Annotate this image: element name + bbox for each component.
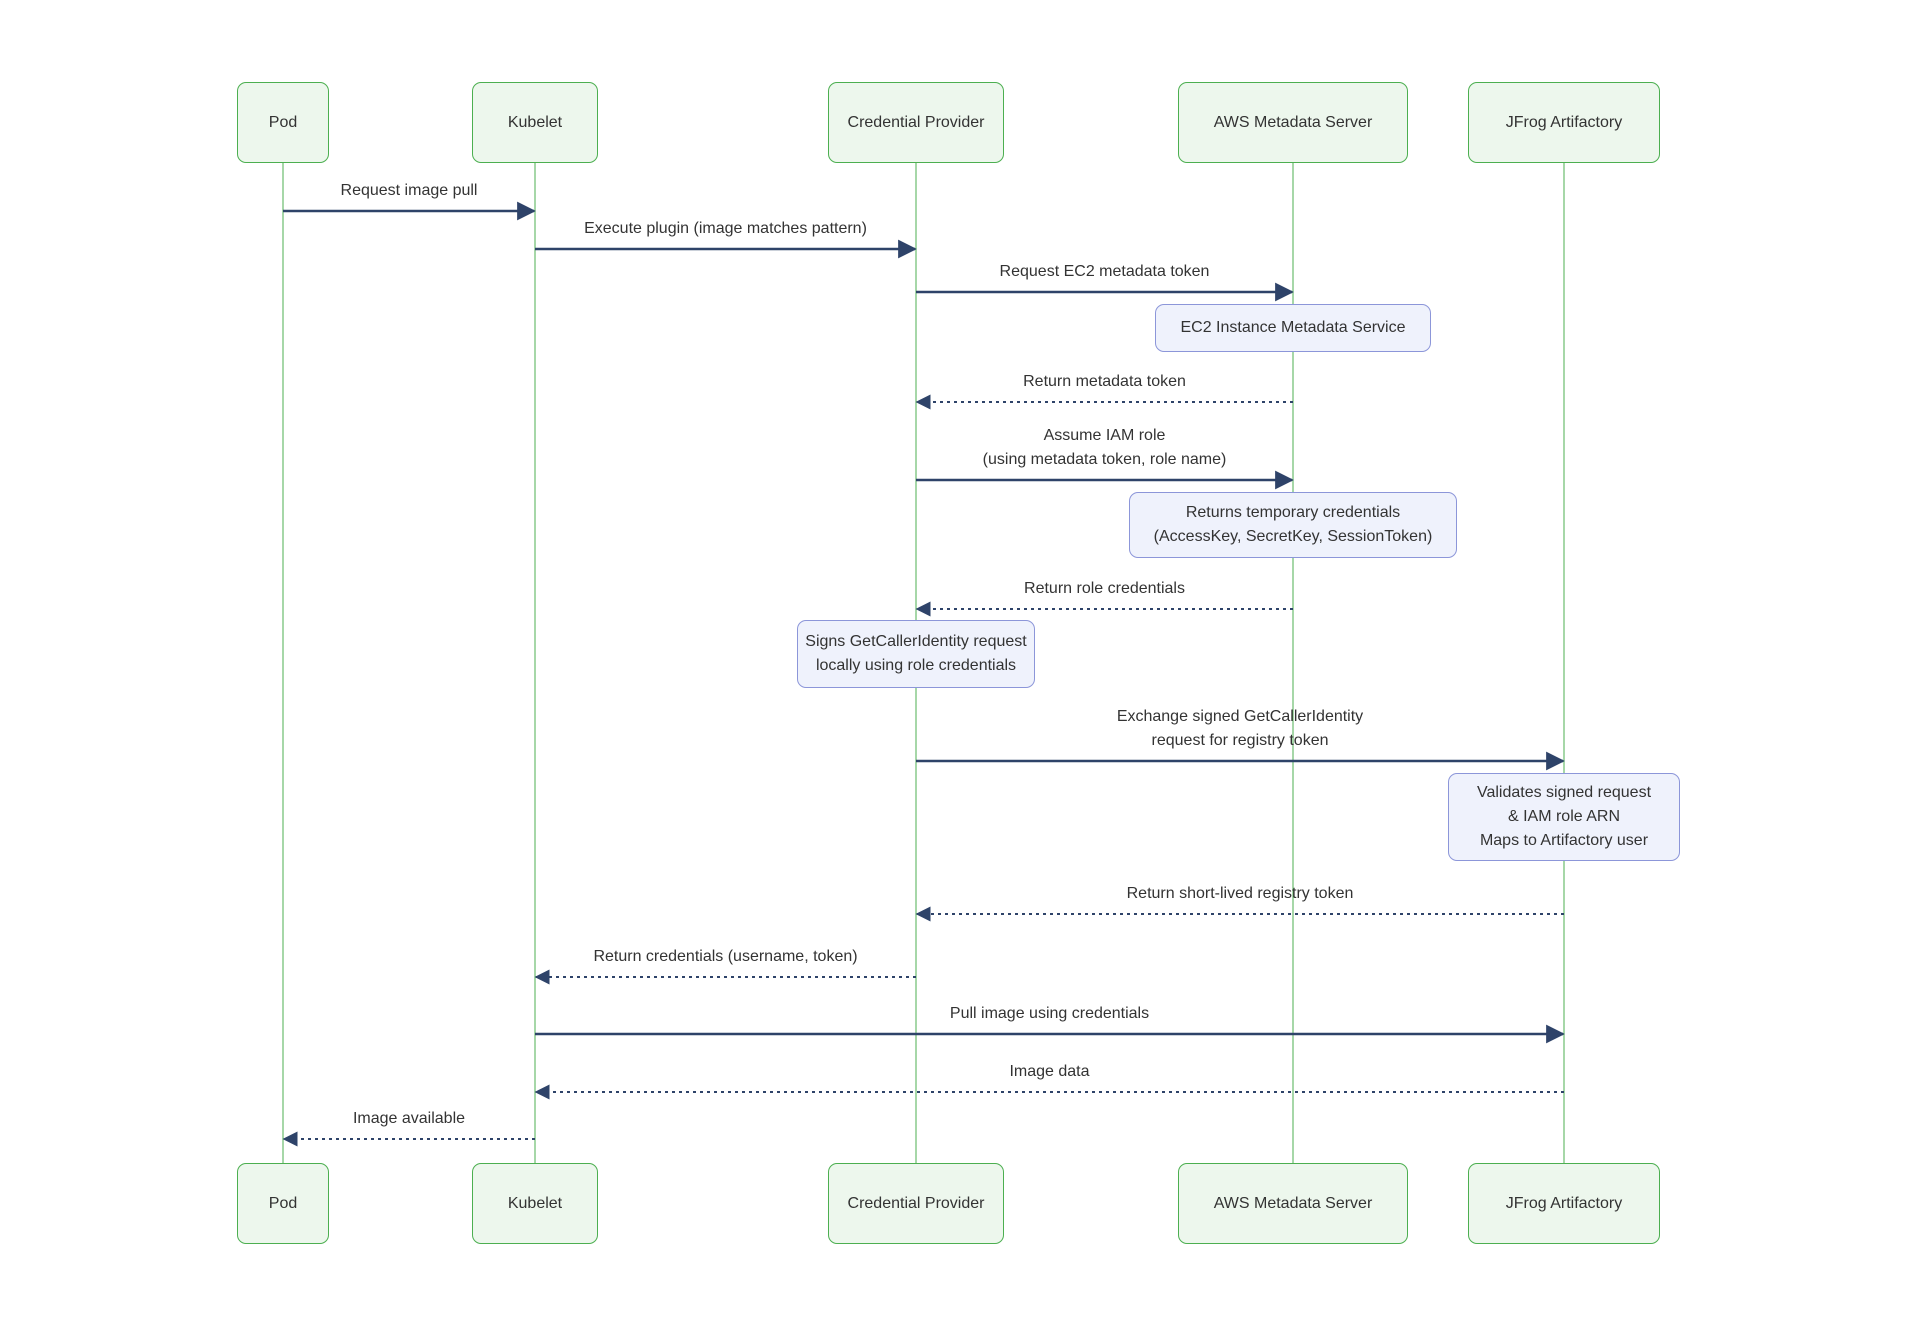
actor-box-top-pod: Pod: [237, 82, 329, 163]
note-over-aws-metadata-server: Returns temporary credentials (AccessKey…: [1129, 492, 1457, 558]
message-label: Pull image using credentials: [949, 1005, 1150, 1022]
message-label: Request image pull: [340, 182, 478, 199]
actor-label: Credential Provider: [847, 113, 985, 131]
actor-box-bottom-kubelet: Kubelet: [472, 1163, 598, 1244]
actor-label: AWS Metadata Server: [1213, 1194, 1373, 1212]
message-label: Assume IAM role (using metadata token, r…: [982, 427, 1227, 468]
message-label: Return role credentials: [1024, 580, 1185, 597]
note-over-credential-provider: Signs GetCallerIdentity request locally …: [797, 620, 1035, 688]
actor-box-bottom-credential-provider: Credential Provider: [828, 1163, 1004, 1244]
actor-label: JFrog Artifactory: [1505, 113, 1623, 131]
message-label: Image data: [1009, 1063, 1090, 1080]
actor-box-top-aws-metadata-server: AWS Metadata Server: [1178, 82, 1408, 163]
actor-label: JFrog Artifactory: [1505, 1194, 1623, 1212]
message-label: Return short-lived registry token: [1126, 885, 1354, 902]
message-label: Request EC2 metadata token: [999, 263, 1210, 280]
actor-label: Kubelet: [507, 113, 563, 131]
message-arrows: [282, 201, 1565, 1147]
actor-box-bottom-pod: Pod: [237, 1163, 329, 1244]
actor-label: Credential Provider: [847, 1194, 985, 1212]
message-label: Return credentials (username, token): [593, 948, 858, 965]
message-label: Image available: [352, 1110, 466, 1127]
actor-box-top-credential-provider: Credential Provider: [828, 82, 1004, 163]
message-label: Exchange signed GetCallerIdentity reques…: [1116, 708, 1364, 749]
actor-label: Kubelet: [507, 1194, 563, 1212]
actor-box-bottom-jfrog-artifactory: JFrog Artifactory: [1468, 1163, 1660, 1244]
note-over-aws-metadata-server: EC2 Instance Metadata Service: [1155, 304, 1431, 352]
actor-box-bottom-aws-metadata-server: AWS Metadata Server: [1178, 1163, 1408, 1244]
actor-label: Pod: [268, 1194, 298, 1212]
message-label: Return metadata token: [1023, 373, 1186, 390]
actor-label: AWS Metadata Server: [1213, 113, 1373, 131]
message-label: Execute plugin (image matches pattern): [584, 220, 867, 237]
actor-box-top-kubelet: Kubelet: [472, 82, 598, 163]
note-over-jfrog-artifactory: Validates signed request & IAM role ARN …: [1448, 773, 1680, 861]
actor-label: Pod: [268, 113, 298, 131]
actor-box-top-jfrog-artifactory: JFrog Artifactory: [1468, 82, 1660, 163]
